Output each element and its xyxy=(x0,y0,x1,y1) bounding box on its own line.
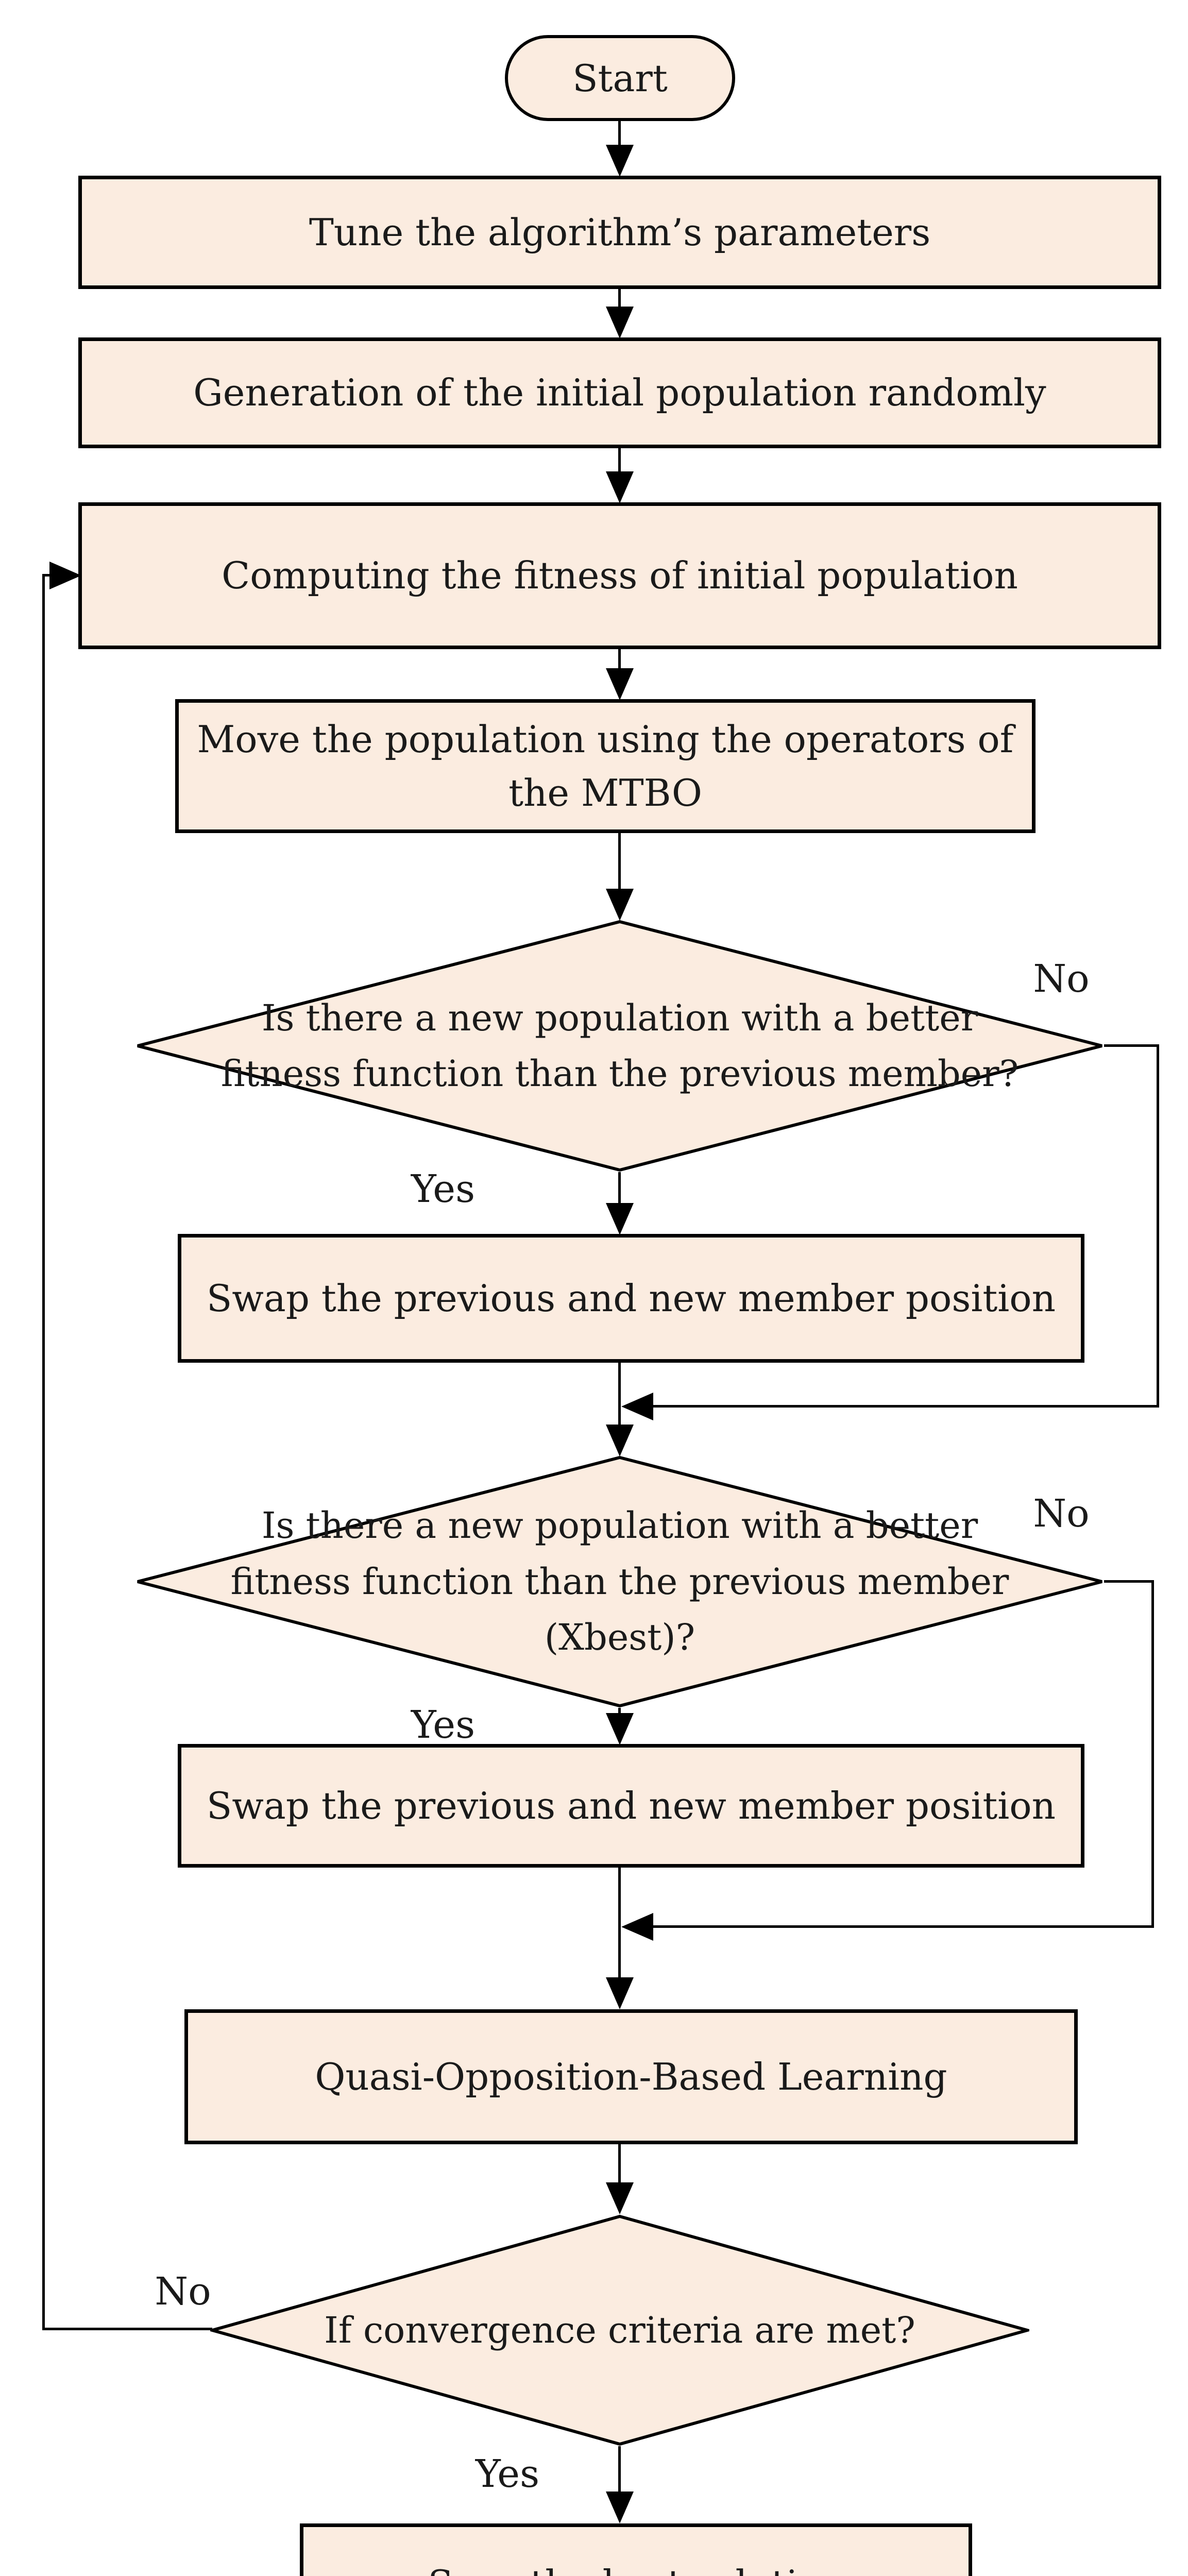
connector-decision1-no-bypass-bottom xyxy=(650,1405,1159,1408)
arrow-down-icon xyxy=(606,2492,634,2523)
process-label: Quasi-Opposition-Based Learning xyxy=(315,2055,947,2098)
start-label: Start xyxy=(572,56,668,100)
connector-fitness-move xyxy=(618,649,621,672)
connector-decision2-no-bypass-vert xyxy=(1151,1580,1154,1928)
process-label: Save the best solution xyxy=(303,2557,969,2576)
arrow-down-icon xyxy=(606,307,634,338)
arrow-down-icon xyxy=(606,471,634,503)
start-terminal: Start xyxy=(505,35,735,121)
arrow-down-icon xyxy=(606,1203,634,1235)
process-compute-fitness: Computing the fitness of initial populat… xyxy=(78,502,1161,649)
connector-swap2-qobl xyxy=(618,1868,621,1981)
process-move-population: Move the population using the operators … xyxy=(175,699,1036,833)
arrow-left-icon xyxy=(621,1913,653,1941)
decision1-yes-label: Yes xyxy=(411,1167,476,1211)
connector-decision1-swap1 xyxy=(618,1172,621,1206)
process-label: Move the population using the operators … xyxy=(197,717,1014,815)
connector-loopback-into-fitness xyxy=(42,574,54,577)
decision-label: Is there a new population with a better … xyxy=(230,1504,1009,1659)
connector-decision2-no-bypass-bottom xyxy=(650,1925,1154,1928)
decision3-yes-label: Yes xyxy=(475,2452,540,2496)
connector-generate-fitness xyxy=(618,448,621,475)
diamond-shape xyxy=(210,2214,1029,2446)
process-quasi-opposition-learning: Quasi-Opposition-Based Learning xyxy=(184,2009,1078,2144)
process-label: Computing the fitness of initial populat… xyxy=(222,554,1018,598)
process-swap-member-1: Swap the previous and new member positio… xyxy=(178,1234,1084,1363)
decision2-yes-label: Yes xyxy=(411,1703,476,1747)
arrow-down-icon xyxy=(606,1977,634,2009)
connector-loopback-vert xyxy=(42,574,45,2330)
arrow-down-icon xyxy=(606,668,634,700)
connector-swap1-decision2 xyxy=(618,1363,621,1429)
process-generate-population: Generation of the initial population ran… xyxy=(78,337,1161,448)
connector-decision1-no-bypass-top xyxy=(1104,1044,1159,1047)
process-swap-member-2: Swap the previous and new member positio… xyxy=(178,1744,1084,1868)
connector-decision2-swap2 xyxy=(618,1708,621,1717)
connector-tune-generate xyxy=(618,289,621,311)
diamond-shape xyxy=(137,920,1102,1172)
connector-decision3-no-left xyxy=(42,2328,212,2330)
process-save-best-solution: Save the best solution xyxy=(300,2523,972,2576)
arrow-down-icon xyxy=(606,889,634,921)
decision1-no-label: No xyxy=(1033,957,1090,1001)
arrow-right-icon xyxy=(49,562,81,589)
connector-move-decision1 xyxy=(618,833,621,893)
process-label: Tune the algorithm’s parameters xyxy=(309,210,931,254)
connector-start-tune xyxy=(618,121,621,148)
decision2-no-label: No xyxy=(1033,1492,1090,1536)
process-label: Generation of the initial population ran… xyxy=(193,371,1046,415)
decision-convergence: If convergence criteria are met? xyxy=(210,2214,1029,2446)
arrow-left-icon xyxy=(621,1393,653,1420)
connector-decision3-save xyxy=(618,2446,621,2496)
arrow-down-icon xyxy=(606,1713,634,1745)
process-label: Swap the previous and new member positio… xyxy=(206,1784,1056,1827)
connector-decision2-no-bypass-top xyxy=(1104,1580,1154,1583)
process-tune-parameters: Tune the algorithm’s parameters xyxy=(78,176,1161,289)
arrow-down-icon xyxy=(606,145,634,177)
arrow-down-icon xyxy=(606,1425,634,1456)
decision-label: If convergence criteria are met? xyxy=(324,2309,915,2351)
decision-label: Is there a new population with a better … xyxy=(220,996,1019,1095)
process-label: Swap the previous and new member positio… xyxy=(206,1276,1056,1320)
connector-qobl-decision3 xyxy=(618,2144,621,2187)
diamond-shape xyxy=(137,1455,1102,1708)
decision-better-fitness-xbest: Is there a new population with a better … xyxy=(135,1455,1104,1708)
decision-better-fitness-member: Is there a new population with a better … xyxy=(135,920,1104,1172)
arrow-down-icon xyxy=(606,2182,634,2214)
decision3-no-label: No xyxy=(155,2269,211,2314)
connector-decision1-no-bypass-vert xyxy=(1157,1044,1159,1408)
